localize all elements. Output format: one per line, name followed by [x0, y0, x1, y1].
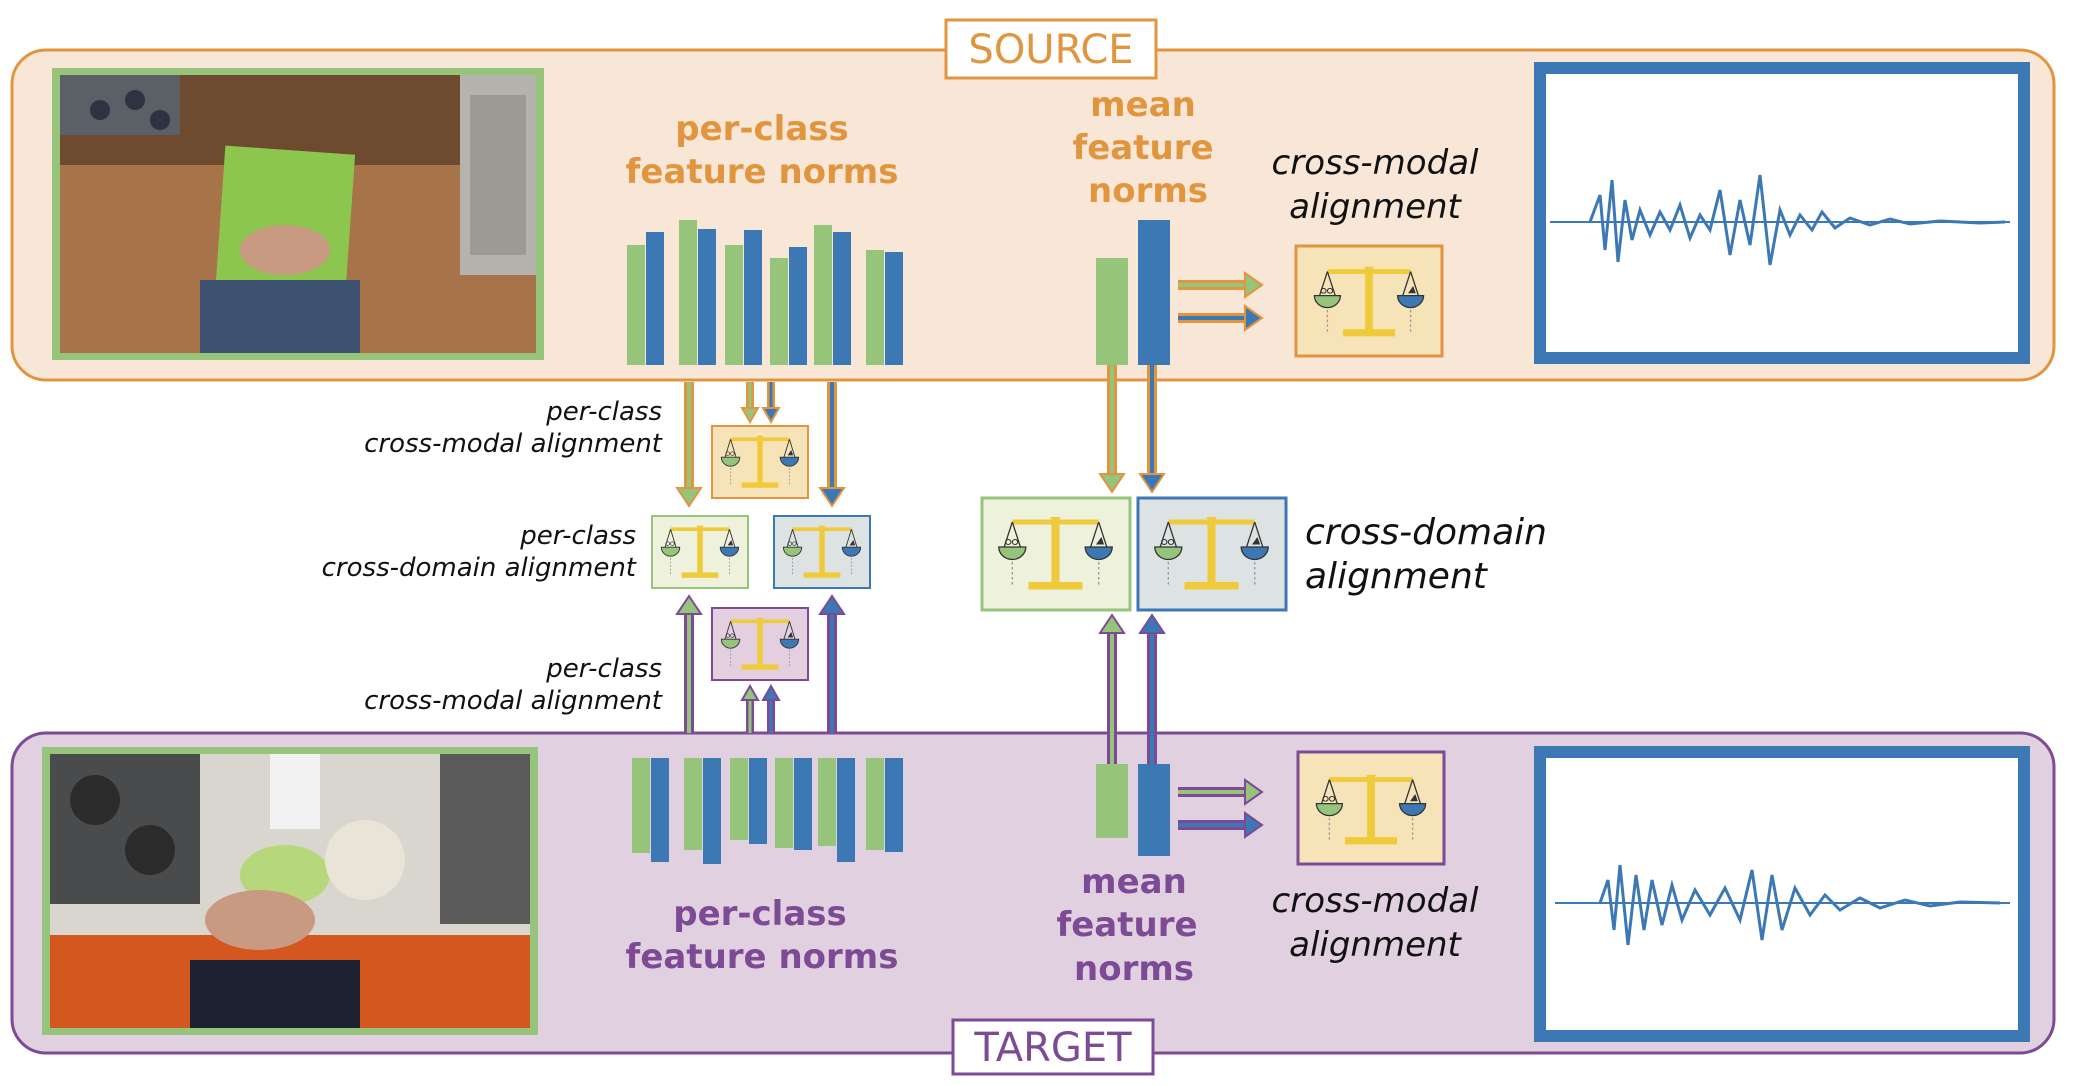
target-mean-label-line2: feature — [1056, 905, 1197, 945]
per-class-cross-domain-blue-box — [773, 515, 871, 589]
source-cross-modal-label-line2: alignment — [1289, 187, 1462, 227]
bar-green — [775, 758, 793, 848]
bar-green — [866, 250, 884, 365]
bar-blue — [885, 758, 903, 852]
source-mean-label-line1: mean — [1090, 85, 1196, 125]
source-mean-to-alignment-arrows — [1178, 271, 1264, 332]
bar-green — [866, 758, 884, 850]
target-to-middle-arrows — [675, 594, 1166, 764]
target-audio-waveform-image — [1534, 746, 2030, 1042]
bar-blue — [833, 232, 851, 365]
target-per-class-label-line2: feature norms — [626, 937, 899, 977]
bar-green — [770, 258, 788, 365]
per-class-cross-modal-top-line2: cross-modal alignment — [364, 429, 663, 459]
source-title: SOURCE — [968, 27, 1133, 73]
target-mean-label-line3: norms — [1074, 949, 1194, 989]
target-mean-label-line1: mean — [1081, 862, 1187, 902]
target-mean-bar-green — [1096, 764, 1128, 838]
bar-blue — [646, 232, 664, 365]
source-audio-waveform-image — [1534, 62, 2030, 364]
source-mean-bar-blue — [1138, 220, 1170, 365]
target-per-class-bars — [632, 758, 903, 864]
bar-green — [627, 245, 645, 365]
per-class-cross-domain-line2: cross-domain alignment — [322, 553, 637, 583]
bar-blue — [749, 758, 767, 844]
target-cross-modal-label-line1: cross-modal — [1272, 881, 1480, 921]
bar-blue — [837, 758, 855, 862]
per-class-cross-modal-top-line1: per-class — [545, 397, 662, 427]
cross-domain-blue-box — [1136, 496, 1288, 612]
bar-green — [632, 758, 650, 853]
cross-domain-label-line1: cross-domain — [1305, 512, 1547, 553]
source-to-middle-arrows — [675, 365, 1166, 508]
cross-domain-label-line2: alignment — [1305, 556, 1489, 597]
per-class-cross-modal-bottom-line1: per-class — [545, 654, 662, 684]
bar-green — [679, 220, 697, 365]
source-cross-modal-label-line1: cross-modal — [1272, 143, 1480, 183]
source-cross-modal-balance-box — [1294, 244, 1444, 358]
target-per-class-label-line1: per-class — [673, 894, 847, 934]
bar-blue — [651, 758, 669, 862]
bar-blue — [794, 758, 812, 850]
bar-green — [725, 245, 743, 365]
source-title-box — [944, 18, 1158, 80]
target-mean-bar-blue — [1138, 764, 1170, 856]
target-video-frame-image — [42, 747, 538, 1035]
per-class-cross-modal-bottom-box — [711, 607, 809, 681]
bar-blue — [744, 230, 762, 365]
target-cross-modal-label-line2: alignment — [1289, 925, 1462, 965]
bar-blue — [789, 247, 807, 365]
target-title: TARGET — [973, 1025, 1132, 1071]
target-title-box — [951, 1018, 1155, 1076]
per-class-cross-modal-bottom-line2: cross-modal alignment — [364, 686, 663, 716]
per-class-cross-domain-green-box — [651, 515, 749, 589]
bar-green — [730, 758, 748, 840]
source-mean-bar-green — [1096, 258, 1128, 365]
per-class-cross-domain-line1: per-class — [519, 521, 636, 551]
source-mean-label-line2: feature — [1072, 128, 1213, 168]
target-cross-modal-balance-box — [1296, 750, 1446, 866]
source-per-class-label-line1: per-class — [675, 109, 849, 149]
target-mean-to-alignment-arrows — [1178, 778, 1264, 839]
per-class-cross-modal-top-box — [711, 425, 809, 499]
source-per-class-bars — [627, 220, 903, 365]
source-per-class-label-line2: feature norms — [626, 152, 899, 192]
cross-domain-green-box — [980, 496, 1132, 612]
bar-blue — [885, 252, 903, 365]
bar-blue — [698, 229, 716, 365]
bar-blue — [703, 758, 721, 864]
bar-green — [814, 225, 832, 365]
bar-green — [818, 758, 836, 846]
bar-green — [684, 758, 702, 850]
source-video-frame-image — [52, 68, 544, 360]
source-mean-label-line3: norms — [1088, 171, 1208, 211]
